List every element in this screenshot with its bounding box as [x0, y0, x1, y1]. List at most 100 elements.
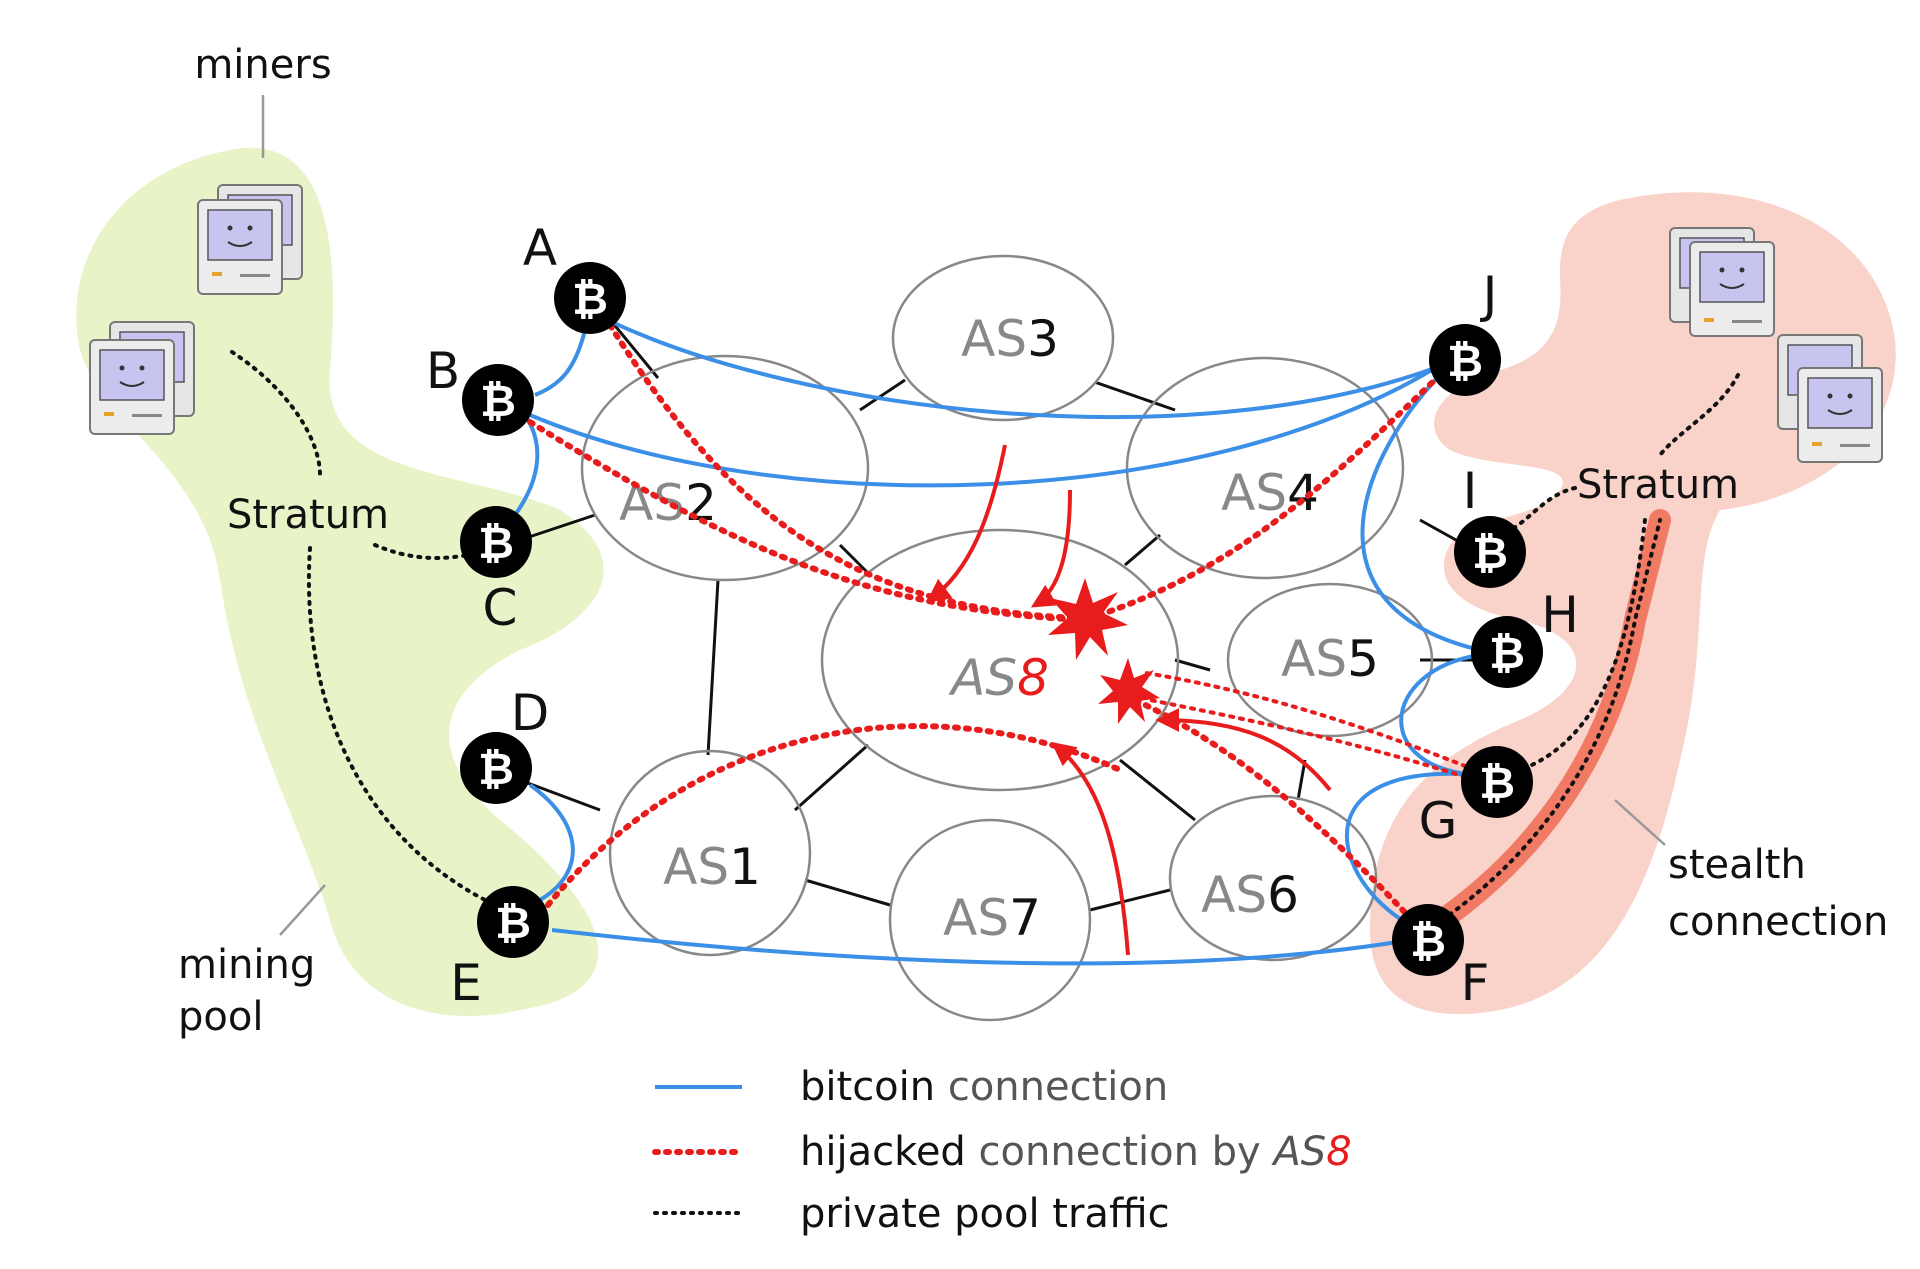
bitcoin-icon: ₿ [1472, 528, 1508, 579]
as3-node: AS3 [891, 254, 1115, 422]
mining-pool-label-1: mining [178, 942, 315, 988]
computer-icon [1777, 334, 1883, 463]
node-label-c: C [483, 579, 518, 637]
bitcoin-icon: ₿ [478, 744, 514, 795]
priv-stratum-c [373, 543, 470, 560]
private-pool-traffic [230, 350, 1740, 907]
svg-text:AS8: AS8 [948, 649, 1049, 707]
edge-d-as1 [524, 780, 601, 812]
arrow-as3-as8-1 [926, 444, 1007, 603]
node-label-e: E [450, 954, 482, 1012]
svg-text:AS1: AS1 [663, 838, 761, 896]
legend-private: private pool traffic [800, 1191, 1170, 1237]
as4-prefix: AS [1221, 464, 1287, 522]
bitcoin-node-a: ₿ A [523, 219, 626, 334]
node-label-j: J [1480, 266, 1498, 324]
stratum-right-label: Stratum [1577, 462, 1739, 508]
node-label-b: B [426, 342, 460, 400]
priv-stratum-e [307, 546, 497, 907]
callout-stealth [1614, 799, 1666, 846]
as5-node: AS5 [1226, 582, 1434, 738]
priv-miners-stratum-right [1658, 373, 1740, 457]
bitcoin-node-e: ₿ E [450, 886, 549, 1012]
star-icon [1048, 578, 1128, 660]
priv-stratum-i [1508, 486, 1577, 532]
hijack-j [1087, 372, 1443, 621]
svg-text:AS7: AS7 [943, 889, 1041, 947]
as1-prefix: AS [663, 838, 729, 896]
as5-num: 5 [1347, 630, 1379, 688]
hijack-g [1138, 670, 1477, 772]
hijacked-connections [527, 322, 1477, 923]
edge-c-as2 [519, 513, 596, 542]
bitcoin-node-g: ₿ G [1419, 746, 1533, 850]
node-label-h: H [1541, 586, 1579, 644]
btc-b-j [529, 366, 1437, 488]
miners-left [89, 184, 303, 435]
btc-d-e [528, 783, 575, 902]
svg-text:AS5: AS5 [1281, 630, 1379, 688]
bitcoin-node-h: ₿ H [1471, 586, 1579, 688]
bitcoin-icon: ₿ [1410, 916, 1446, 967]
bitcoin-node-b: ₿ B [426, 342, 534, 436]
as3-num: 3 [1027, 310, 1059, 368]
svg-text:AS6: AS6 [1201, 866, 1299, 924]
stratum-left-label: Stratum [227, 492, 389, 538]
btc-g-f [1344, 771, 1481, 927]
edge-as2-as8 [838, 543, 872, 577]
callout-mining-pool [279, 884, 326, 936]
edge-as7-as6 [1089, 888, 1171, 912]
bitcoin-icon: ₿ [1479, 758, 1515, 809]
bitcoin-node-i: ₿ I [1454, 462, 1526, 588]
edge-as2-as3 [859, 378, 906, 412]
stealth-label-1: stealth [1668, 842, 1806, 888]
svg-text:AS3: AS3 [961, 310, 1059, 368]
bitcoin-icon: ₿ [495, 898, 531, 949]
as8-prefix: AS [948, 649, 1017, 707]
as4-node: AS4 [1125, 356, 1405, 580]
edge-as2-as1 [706, 579, 720, 756]
as6-prefix: AS [1201, 866, 1267, 924]
btc-a-j [611, 320, 1436, 420]
as8-num: 8 [1017, 649, 1049, 707]
as6-num: 6 [1267, 866, 1299, 924]
bitcoin-icon: ₿ [480, 376, 516, 427]
bitcoin-icon: ₿ [1447, 336, 1483, 387]
btc-j-h [1360, 373, 1481, 652]
miners-right [1669, 227, 1883, 463]
legend-bitcoin: bitcoin connection [800, 1064, 1168, 1110]
as1-num: 1 [729, 838, 761, 896]
miners-label: miners [194, 42, 331, 88]
bitcoin-node-j: ₿ J [1429, 266, 1501, 396]
star-icon [1098, 658, 1160, 724]
stealth-label-2: connection [1668, 899, 1888, 945]
computer-icon [89, 321, 195, 435]
hijack-arrows [926, 444, 1332, 956]
as7-num: 7 [1009, 889, 1041, 947]
as-edges [519, 321, 1480, 912]
computer-icon [197, 184, 303, 295]
as-nodes: AS3 AS2 AS4 AS8 AS5 AS1 AS7 AS6 [580, 254, 1434, 1022]
hijack-e [545, 723, 1123, 908]
priv-stratum-g [1518, 518, 1647, 772]
hijack-b [527, 419, 1088, 623]
node-label-f: F [1461, 954, 1490, 1012]
edge-as8-as6 [1119, 758, 1196, 822]
arrow-as7-as8 [1051, 742, 1130, 956]
legend-hijacked: hijacked connection by AS8 [800, 1129, 1352, 1175]
priv-miners-stratum-left [230, 350, 322, 477]
node-label-d: D [511, 684, 550, 742]
hijack-g2 [1148, 698, 1477, 782]
as7-node: AS7 [888, 818, 1092, 1022]
btc-e-f [551, 928, 1411, 966]
edge-as1-as7 [804, 878, 891, 907]
bitcoin-node-d: ₿ D [460, 684, 549, 804]
as5-prefix: AS [1281, 630, 1347, 688]
edge-as5-as6 [1296, 759, 1307, 801]
bitcoin-icon: ₿ [478, 518, 514, 569]
stealth-connection-dots [1433, 518, 1662, 927]
legend: bitcoin connection hijacked connection b… [652, 1064, 1352, 1237]
as6-node: AS6 [1168, 794, 1378, 962]
node-label-g: G [1419, 792, 1458, 850]
